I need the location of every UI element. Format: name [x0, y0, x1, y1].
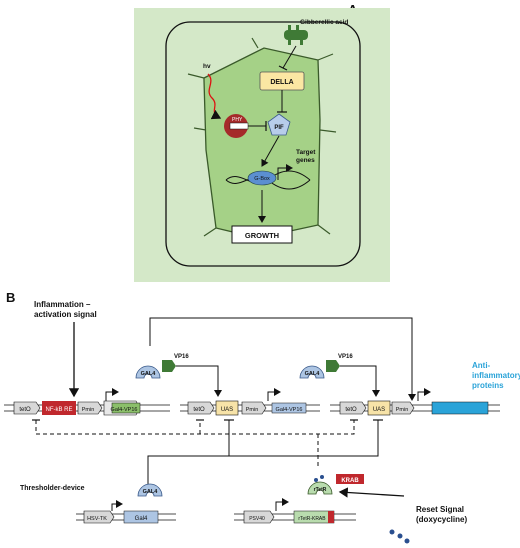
vp16-label: VP16 — [338, 354, 353, 360]
rtetr-krab-protein: rTetR KRAB — [307, 474, 364, 495]
construct-1: tetO NF-kB RE Pmin Gal4-VP16 — [4, 400, 170, 416]
doxycycline-icon — [389, 529, 410, 544]
gibberellic-acid-label: Gibberellic acid — [300, 19, 348, 26]
thresholder-label: Thresholder-device — [20, 485, 85, 492]
cell-edge — [319, 129, 337, 133]
cell-wall — [165, 21, 361, 267]
gibberellic-acid-icon — [284, 25, 308, 45]
gbox-label: G-Box — [254, 176, 270, 182]
light-wave-icon — [207, 73, 222, 120]
inflammation-label-2: activation signal — [34, 310, 97, 319]
cell-edge — [317, 224, 331, 235]
reset-signal-label-2: (doxycycline) — [416, 515, 467, 524]
cell-edge — [187, 73, 205, 79]
pmin-label: Pmin — [396, 407, 409, 413]
vp16-label: VP16 — [174, 354, 189, 360]
cell-edge — [251, 37, 259, 49]
hsvtk-label: HSV-TK — [87, 516, 107, 522]
hv-label: hv — [203, 63, 211, 70]
pif-icon — [267, 113, 291, 136]
gal4-protein-label: GAL4 — [141, 371, 157, 377]
inflammation-label-1: Inflammation – — [34, 300, 91, 309]
teto-label: tetO — [193, 407, 205, 413]
reporter-gene — [431, 401, 489, 415]
cell-edge — [203, 227, 217, 237]
gal4-thresholder-protein: GAL4 — [137, 483, 163, 497]
pmin-label: Pmin — [82, 407, 95, 413]
anti-inflammatory-label-1: Anti- — [472, 361, 491, 370]
cell-edge — [317, 53, 334, 61]
cell-edge — [193, 127, 207, 131]
growth-box — [231, 225, 293, 244]
construct-3: tetO UAS Pmin — [330, 400, 500, 416]
krab-label: KRAB — [341, 478, 359, 484]
pmin-label: Pmin — [246, 407, 259, 413]
growth-label: GROWTH — [245, 231, 279, 240]
uas-label: UAS — [221, 407, 233, 413]
rtetr-label: rTetR — [314, 487, 327, 493]
nfkb-label: NF-kB RE — [46, 407, 73, 413]
uas-label: UAS — [373, 407, 385, 413]
construct-thresholder: HSV-TK Gal4 — [76, 510, 176, 524]
pif-label: PIF — [274, 125, 284, 131]
construct-rtetr-krab: PSV40 rTetR-KRAB — [234, 510, 356, 524]
target-genes-label-2: genes — [296, 157, 315, 164]
anti-inflammatory-label-2: inflammatory — [472, 371, 520, 380]
panel-b-label: B — [6, 290, 15, 305]
repression-line — [35, 420, 355, 435]
target-genes-label-1: Target — [296, 149, 316, 156]
gene-arrow — [277, 164, 293, 180]
gal4-protein-label: GAL4 — [143, 489, 159, 495]
gal4vp16-label: Gal4-VP16 — [276, 407, 303, 413]
gbox-icon — [247, 170, 277, 186]
gal4-vp16-protein-2: GAL4 VP16 — [299, 354, 353, 379]
gal4-vp16-protein-1: GAL4 VP16 — [135, 354, 189, 379]
della-label: DELLA — [270, 79, 293, 86]
teto-label: tetO — [345, 407, 357, 413]
rtetrkrab-gene-label: rTetR-KRAB — [298, 516, 326, 522]
gal4vp16-label: Gal4-VP16 — [111, 407, 138, 413]
feedback-line — [149, 317, 416, 401]
gal4-gene-label: Gal4 — [135, 516, 148, 522]
thresholder-line — [147, 420, 379, 484]
teto-label: tetO — [19, 407, 31, 413]
panel-b: B Inflammation – activation signal tetO … — [4, 290, 520, 544]
reset-signal-label-1: Reset Signal — [416, 505, 464, 514]
construct-2: tetO UAS Pmin Gal4-VP16 — [180, 400, 320, 416]
psv40-label: PSV40 — [249, 516, 265, 522]
anti-inflammatory-label-3: proteins — [472, 381, 504, 390]
gal4-protein-label: GAL4 — [305, 371, 321, 377]
phy-label: PHY — [232, 117, 243, 123]
panel-a: A Gibberellic acid DELLA hv — [134, 2, 390, 282]
